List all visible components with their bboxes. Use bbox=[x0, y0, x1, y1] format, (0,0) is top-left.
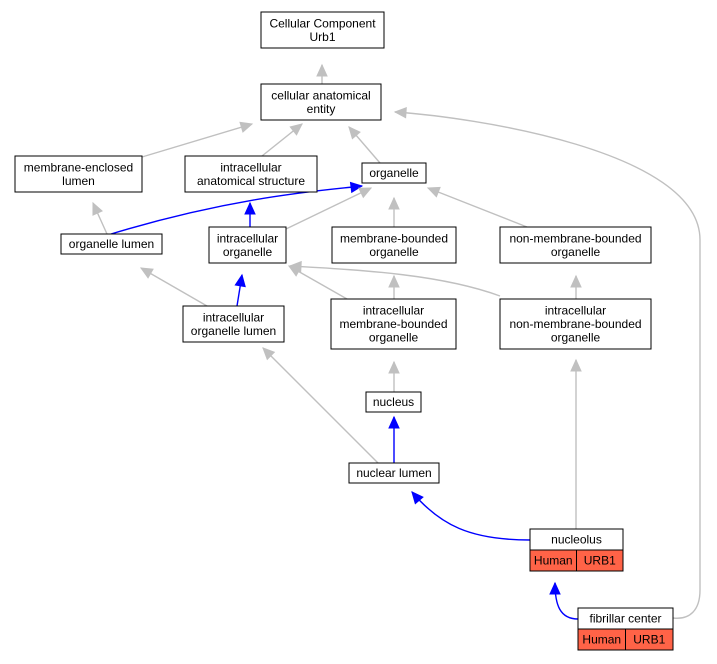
node-inmbo[interactable]: intracellularnon-membrane-boundedorganel… bbox=[499, 298, 652, 350]
node-label: non-membrane-bounded bbox=[509, 317, 641, 331]
node-label: organelle bbox=[551, 245, 601, 259]
node-label: nuclear lumen bbox=[356, 466, 431, 480]
node-label: Cellular Component bbox=[269, 16, 376, 30]
node-organelle[interactable]: organelle bbox=[361, 162, 427, 184]
node-label: entity bbox=[307, 102, 336, 116]
species-tag: Human bbox=[534, 554, 573, 568]
node-label: lumen bbox=[62, 174, 95, 188]
node-label: nucleus bbox=[373, 395, 414, 409]
node-label: anatomical structure bbox=[197, 174, 305, 188]
edge-nucleolus-to-nuclear-lumen bbox=[411, 491, 531, 541]
edge-inmbo-to-intra-org bbox=[288, 260, 501, 297]
edge-imbo-to-mbo bbox=[388, 274, 400, 299]
node-nucleus[interactable]: nucleus bbox=[365, 391, 422, 413]
node-label: membrane-bounded bbox=[339, 317, 447, 331]
edge-imbo-to-intra-org bbox=[287, 265, 348, 300]
node-label: organelle bbox=[551, 331, 601, 345]
node-label: membrane-enclosed bbox=[24, 160, 133, 174]
edge-ias-to-cae bbox=[261, 123, 303, 157]
node-label: intracellular bbox=[217, 231, 278, 245]
node-label: organelle bbox=[369, 245, 419, 259]
edge-iol-to-intra-org bbox=[234, 273, 246, 307]
edge-iol-to-organelle-lumen bbox=[139, 267, 208, 307]
node-organelle-lumen[interactable]: organelle lumen bbox=[60, 233, 163, 255]
node-label: organelle bbox=[369, 166, 419, 180]
node-label: organelle lumen bbox=[69, 237, 154, 251]
edge-inmbo-to-nmbo bbox=[570, 274, 582, 299]
gene-tag: URB1 bbox=[584, 554, 616, 568]
edge-mel-to-cae bbox=[141, 121, 254, 158]
species-tag: Human bbox=[582, 633, 621, 647]
edge-nuclear-lumen-to-iol bbox=[262, 347, 379, 464]
node-label: intracellular bbox=[363, 304, 424, 318]
edge-intra-org-to-organelle bbox=[285, 187, 373, 230]
gene-tag: URB1 bbox=[633, 633, 665, 647]
node-label: fibrillar center bbox=[589, 612, 661, 626]
edge-cae-to-cc-urb1 bbox=[316, 63, 328, 84]
node-label: organelle lumen bbox=[191, 324, 276, 338]
node-label: organelle bbox=[223, 245, 273, 259]
edge-intra-org-to-ias bbox=[244, 201, 256, 227]
node-label: intracellular bbox=[203, 310, 264, 324]
edge-organelle-lumen-to-mel bbox=[92, 201, 108, 235]
edge-nuclear-lumen-to-nucleus bbox=[388, 415, 400, 463]
edge-nucleus-to-imbo bbox=[388, 360, 400, 392]
edges-layer bbox=[92, 63, 701, 620]
edge-nmbo-to-organelle bbox=[426, 186, 528, 228]
node-label: organelle bbox=[369, 331, 419, 345]
edge-fibrillar-center-to-nucleolus bbox=[549, 581, 579, 620]
node-label: nucleolus bbox=[551, 533, 602, 547]
edge-mbo-to-organelle bbox=[388, 196, 400, 227]
node-label: membrane-bounded bbox=[340, 231, 448, 245]
node-label: non-membrane-bounded bbox=[509, 231, 641, 245]
node-label: intracellular bbox=[545, 304, 606, 318]
edge-fibrillar-center-to-cae bbox=[393, 107, 701, 619]
edge-organelle-lumen-to-organelle bbox=[110, 181, 364, 235]
edge-organelle-to-cae bbox=[348, 126, 381, 164]
node-label: cellular anatomical bbox=[271, 88, 370, 102]
node-label: intracellular bbox=[220, 160, 281, 174]
edge-nucleolus-to-inmbo bbox=[570, 358, 582, 529]
node-nuclear-lumen[interactable]: nuclear lumen bbox=[348, 462, 440, 484]
node-label: Urb1 bbox=[309, 30, 335, 44]
